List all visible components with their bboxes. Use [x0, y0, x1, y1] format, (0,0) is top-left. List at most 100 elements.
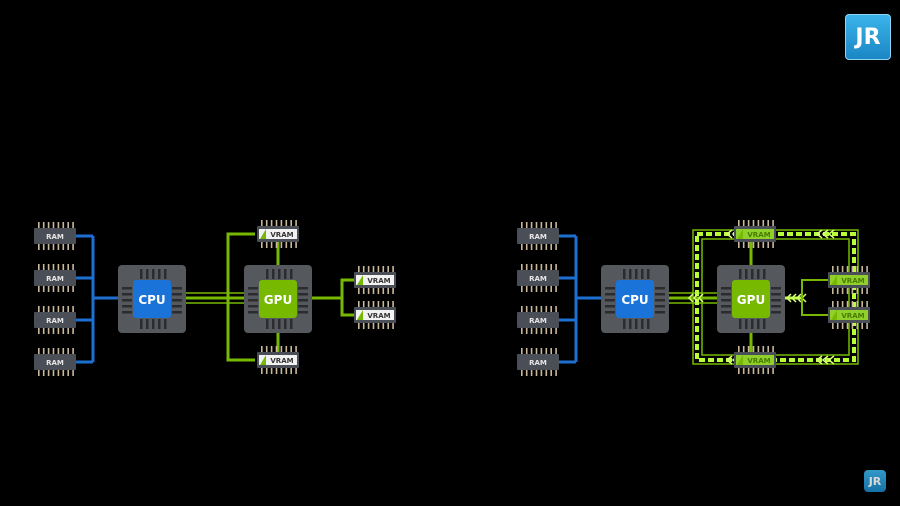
- chip-pin: [387, 301, 389, 307]
- package-pin: [278, 319, 281, 329]
- jr-logo: JR: [845, 14, 891, 60]
- chip-pin: [555, 306, 557, 312]
- chip-pin: [861, 288, 863, 294]
- chip-pin: [836, 266, 839, 272]
- package-pin: [172, 287, 182, 290]
- chip-pin: [295, 368, 297, 374]
- chip-pin: [47, 244, 50, 250]
- chip-pin: [540, 306, 543, 312]
- chip-pin: [521, 264, 523, 270]
- vram-marker-icon: [260, 229, 266, 239]
- chip-pin: [42, 370, 45, 376]
- package-pin: [290, 319, 293, 329]
- package-pin: [751, 269, 754, 279]
- vram-chip: VRAM: [828, 301, 870, 329]
- package-pin: [122, 311, 132, 314]
- chip-pin: [67, 306, 69, 312]
- vram-marker-icon: [737, 229, 743, 239]
- chip-pin: [747, 368, 750, 374]
- chip-pin: [72, 370, 74, 376]
- package-pin: [172, 299, 182, 302]
- vram-label-plate: [259, 229, 297, 239]
- chip-pin: [42, 328, 45, 334]
- package-pin: [272, 319, 275, 329]
- chip-pin: [72, 222, 74, 228]
- chip-pin: [57, 306, 60, 312]
- chip-pin: [747, 242, 750, 248]
- chip-pin: [67, 264, 69, 270]
- chip-pin: [530, 306, 533, 312]
- chip-pin: [372, 301, 375, 307]
- chip-pin: [47, 370, 50, 376]
- package-pin: [655, 293, 665, 296]
- chip-pin: [285, 346, 288, 352]
- ram-body: [517, 270, 559, 286]
- chip-pin: [841, 288, 844, 294]
- flow-arrow-icon: [790, 293, 797, 303]
- chip-pin: [62, 348, 65, 354]
- package-pin: [641, 269, 644, 279]
- chip-pin: [295, 346, 297, 352]
- chip-pin: [525, 370, 528, 376]
- vram-right-branch: [801, 279, 828, 316]
- package-pin: [745, 319, 748, 329]
- chip-pin: [545, 306, 548, 312]
- chip-pin: [841, 301, 844, 307]
- package-pin: [140, 319, 143, 329]
- chip-pin: [280, 242, 283, 248]
- chip-pin: [762, 220, 765, 226]
- chip-pin: [861, 301, 863, 307]
- package-pin: [152, 319, 155, 329]
- chip-pin: [757, 220, 760, 226]
- chip-pin: [377, 266, 380, 272]
- chip-pin: [747, 346, 750, 352]
- package-pin: [745, 269, 748, 279]
- chip-pin: [836, 301, 839, 307]
- vram-label-plate: [830, 310, 868, 320]
- ram-chip: RAM: [517, 306, 559, 334]
- chip-pin: [42, 222, 45, 228]
- package-pin: [248, 293, 258, 296]
- chip-pin: [280, 346, 283, 352]
- chip-pin: [62, 370, 65, 376]
- chip-pin: [836, 288, 839, 294]
- chip-pin: [358, 323, 360, 329]
- chip-pin: [521, 286, 523, 292]
- chip-pin: [52, 306, 55, 312]
- chip-pin: [525, 328, 528, 334]
- chip-pin: [521, 222, 523, 228]
- chip-pin: [358, 301, 360, 307]
- chip-pin: [530, 286, 533, 292]
- chip-pin: [535, 348, 538, 354]
- package-pin: [122, 287, 132, 290]
- flow-arrow-icon: [821, 229, 829, 239]
- chip-pin: [57, 328, 60, 334]
- chip-pin: [866, 266, 868, 272]
- package-pin: [158, 319, 161, 329]
- chip-pin: [525, 222, 528, 228]
- package-pin: [771, 311, 781, 314]
- chip-pin: [42, 306, 45, 312]
- chip-pin: [856, 288, 859, 294]
- chip-pin: [265, 346, 268, 352]
- chip-pin: [67, 222, 69, 228]
- vram-link-loop: [226, 232, 255, 362]
- package-pin: [655, 287, 665, 290]
- chip-pin: [377, 323, 380, 329]
- package-pin: [122, 299, 132, 302]
- chip-pin: [57, 286, 60, 292]
- chip-pin: [757, 346, 760, 352]
- chip-pin: [545, 222, 548, 228]
- chip-pin: [545, 370, 548, 376]
- gpu-die: [732, 280, 770, 318]
- package-pin: [248, 305, 258, 308]
- ram-chip: RAM: [34, 222, 76, 250]
- chip-pin: [382, 266, 385, 272]
- ram-body: [34, 312, 76, 328]
- ram-body: [517, 228, 559, 244]
- chip-pin: [290, 242, 292, 248]
- chip-pin: [358, 288, 360, 294]
- chip-pin: [738, 242, 740, 248]
- chip-pin: [530, 348, 533, 354]
- ram-label: RAM: [529, 317, 547, 325]
